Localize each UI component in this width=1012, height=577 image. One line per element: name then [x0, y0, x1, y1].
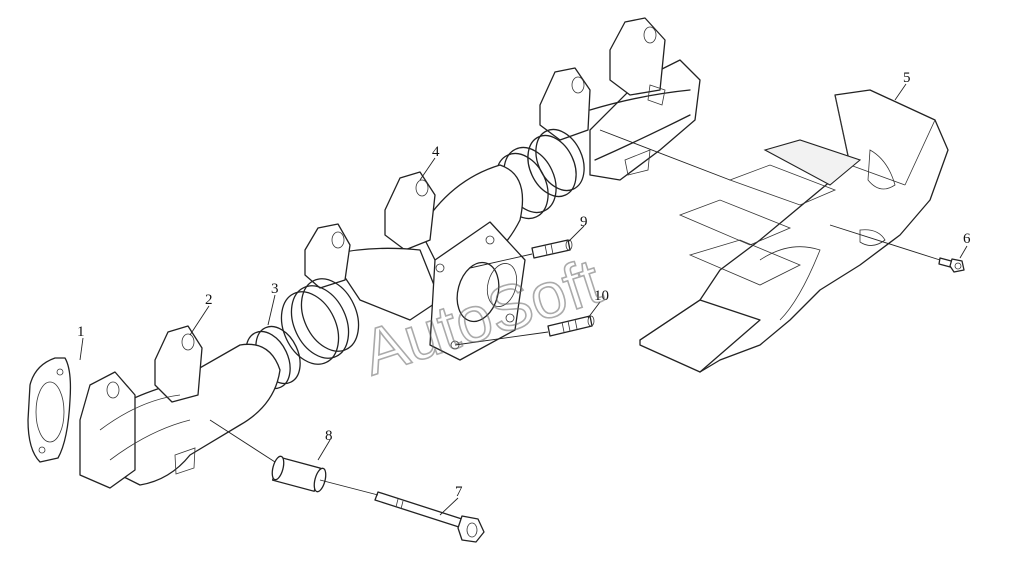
dowel-pin-9	[531, 239, 573, 259]
gasket	[27, 357, 72, 463]
callout-4: 4	[432, 144, 440, 160]
callout-5: 5	[903, 70, 911, 86]
bolt-7	[374, 491, 485, 543]
seal-rings-front	[245, 278, 360, 390]
callout-10: 10	[594, 288, 609, 304]
spacer-sleeve	[271, 455, 327, 493]
callout-6: 6	[963, 231, 971, 247]
callout-1: 1	[77, 324, 85, 340]
bolt-6	[938, 257, 965, 273]
dowel-pin-10	[547, 315, 595, 337]
seal-rings-rear	[495, 128, 585, 220]
callout-8: 8	[325, 428, 333, 444]
callout-9: 9	[580, 214, 588, 230]
manifold-center-section	[304, 164, 526, 361]
callout-2: 2	[205, 292, 213, 308]
manifold-front-section	[79, 325, 281, 489]
heat-shield	[639, 89, 949, 373]
manifold-rear-section	[539, 17, 701, 181]
callout-7: 7	[455, 484, 463, 500]
assembly-lines	[79, 83, 968, 516]
callout-labels: 1 2 3 4 5 6 7 8 9 10	[77, 70, 971, 500]
callout-3: 3	[271, 281, 279, 297]
